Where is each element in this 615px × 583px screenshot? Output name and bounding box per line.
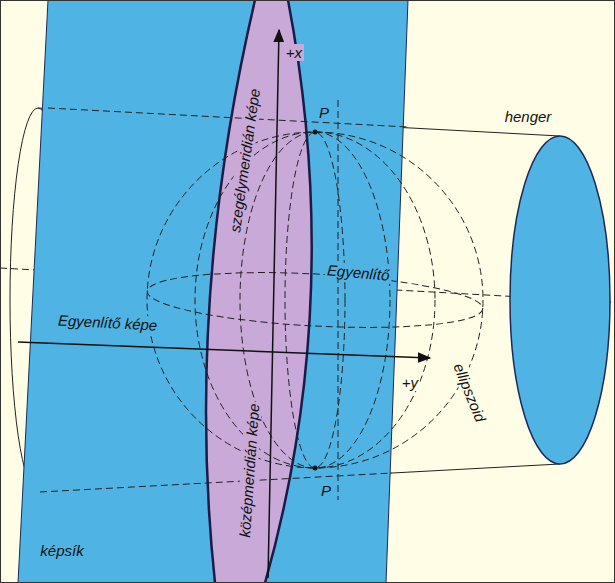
label-text: +y xyxy=(400,374,420,391)
label-text: szegélymeridián képe xyxy=(226,85,264,235)
label-text: P xyxy=(319,482,333,499)
label-text: középmeridián képe xyxy=(236,400,263,539)
hidden-lines xyxy=(40,100,484,500)
label-text: Egyenlítő xyxy=(324,261,392,284)
image-plane xyxy=(18,0,408,583)
label-text: henger xyxy=(503,108,554,125)
label-text: Egyenlítő képe xyxy=(56,311,160,333)
label-text: P xyxy=(317,104,331,121)
label-text: ellipszoid xyxy=(450,358,490,425)
pole-point xyxy=(313,466,318,471)
equator-image-axis xyxy=(18,342,430,358)
cylinder-end xyxy=(510,136,610,464)
central-meridian-axis xyxy=(268,30,279,578)
label-text: +x xyxy=(284,44,304,61)
zone-band xyxy=(206,0,312,583)
pole-point xyxy=(313,130,318,135)
label-text: képsík xyxy=(38,542,85,559)
edge-meridian-image xyxy=(265,0,312,583)
